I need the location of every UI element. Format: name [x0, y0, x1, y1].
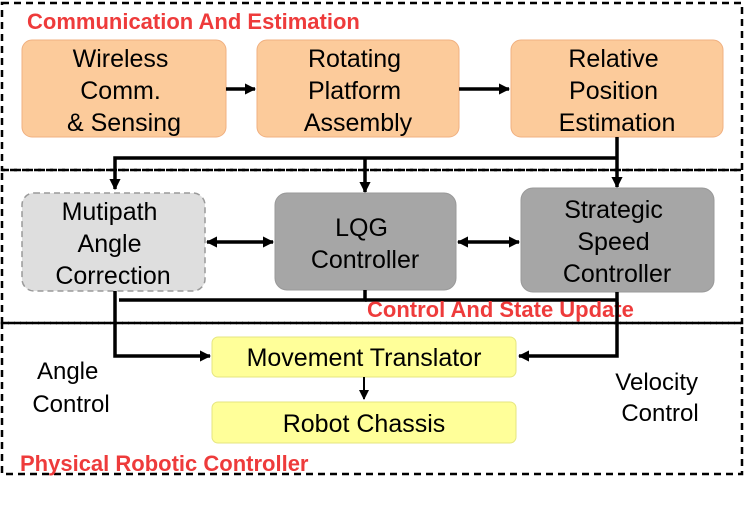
velocity-control-label: Velocity Control	[615, 369, 704, 427]
lqg-controller-box: LQG Controller	[274, 192, 457, 291]
wireless-line-1: Wireless	[73, 45, 169, 73]
strategic-line-1: Strategic	[564, 196, 663, 224]
rotating-platform-box: Rotating Platform Assembly	[256, 39, 460, 138]
multipath-line-1: Mutipath	[62, 198, 158, 226]
line-lqg-feedback-left	[119, 290, 367, 302]
wireless-comm-box: Wireless Comm. & Sensing	[21, 39, 227, 138]
lqg-line-2: Controller	[311, 246, 419, 274]
section-control-frame	[0, 168, 744, 325]
robot-chassis-box: Robot Chassis	[211, 401, 517, 444]
svg-text:Wireless Comm. & S: Wireless Comm. & Sensing	[67, 45, 181, 137]
section-title-control: Control And State Update	[367, 297, 634, 322]
multipath-angle-correction-box: Mutipath Angle Correction	[21, 192, 206, 292]
wireless-line-2: Comm.	[80, 77, 161, 105]
section-title-communication: Communication And Estimation	[27, 9, 360, 34]
multipath-line-2: Angle	[78, 230, 142, 258]
svg-text:Mutipath Angle Cor: Mutipath Angle Correction	[55, 198, 170, 290]
section-title-physical: Physical Robotic Controller	[20, 451, 309, 476]
relative-line-3: Estimation	[559, 109, 676, 137]
strategic-line-2: Speed	[577, 228, 649, 256]
lqg-line-1: LQG	[335, 214, 388, 242]
svg-text:Relative Position: Relative Position Estimation	[559, 45, 676, 137]
relative-position-box: Relative Position Estimation	[510, 39, 724, 138]
svg-text:Strategic Speed Co: Strategic Speed Controller	[563, 196, 671, 288]
relative-line-1: Relative	[568, 45, 658, 73]
rotating-line-1: Rotating	[308, 45, 401, 73]
strategic-speed-controller-box: Strategic Speed Controller	[520, 187, 715, 293]
movement-translator-label: Movement Translator	[247, 344, 482, 372]
section-communication-frame	[0, 1, 744, 172]
rotating-line-3: Assembly	[304, 109, 413, 137]
section-physical-frame	[0, 321, 744, 476]
strategic-line-3: Controller	[563, 260, 671, 288]
arrow-relative-to-multipath	[109, 156, 617, 191]
robot-chassis-label: Robot Chassis	[283, 410, 446, 438]
arrow-velocity-control	[517, 292, 619, 362]
svg-text:LQG Controller: LQG Controller	[311, 214, 419, 274]
angle-control-label: Angle Control	[32, 358, 109, 418]
relative-line-2: Position	[569, 77, 658, 105]
wireless-line-3: & Sensing	[67, 109, 181, 137]
svg-text:Rotating Platform: Rotating Platform Assembly	[304, 45, 413, 137]
multipath-line-3: Correction	[55, 262, 170, 290]
rotating-line-2: Platform	[308, 77, 401, 105]
arrow-angle-control	[113, 291, 212, 362]
movement-translator-box: Movement Translator	[211, 336, 517, 378]
